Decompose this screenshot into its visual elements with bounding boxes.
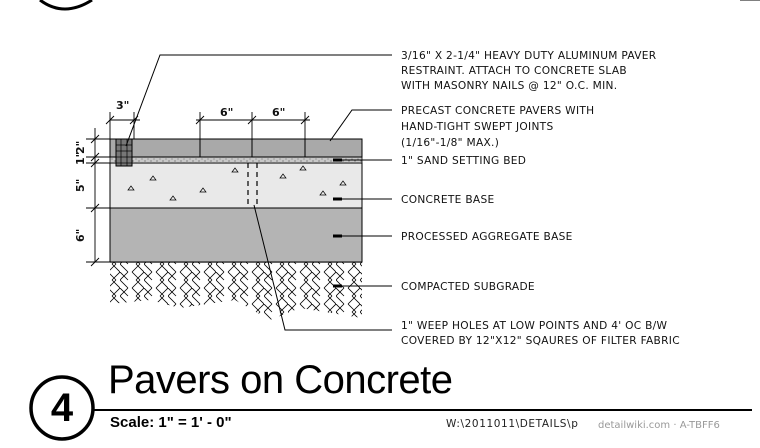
detail-scale: Scale: 1" = 1' - 0" [110, 414, 232, 431]
dim-joint-a: 6" [220, 106, 233, 119]
dim-joint-b: 6" [272, 106, 285, 119]
callout-pavers-l3: (1/16"-1/8" MAX.) [401, 137, 499, 149]
horizontal-dimension-chain [105, 112, 310, 139]
callout-pavers-l1: PRECAST CONCRETE PAVERS WITH [401, 105, 594, 117]
top-circle-remnant [39, 0, 93, 11]
callout-sand-bed: 1" SAND SETTING BED [401, 155, 526, 167]
layer-concrete-base [109, 162, 363, 209]
weep-hole [247, 163, 258, 208]
detail-number: 4 [50, 386, 74, 430]
callout-weep-holes-l1: 1" WEEP HOLES AT LOW POINTS AND 4' OC B/… [401, 320, 668, 332]
callout-weep-holes-l2: COVERED BY 12"X12" SQAURES OF FILTER FAB… [401, 335, 680, 347]
callout-paver-restraint-l2: RESTRAINT. ATTACH TO CONCRETE SLAB [401, 65, 627, 77]
callout-paver-restraint-l1: 3/16" X 2-1/4" HEAVY DUTY ALUMINUM PAVER [401, 50, 657, 62]
watermark: detailwiki.com · A-TBFF6 [598, 420, 720, 431]
callout-pavers-l2: HAND-TIGHT SWEPT JOINTS [401, 121, 553, 133]
detail-number-circle [29, 375, 95, 441]
dim-gap: 1" [74, 152, 87, 165]
layer-aggregate-base [109, 207, 363, 263]
dim-aggregate: 6" [74, 229, 87, 242]
dim-paver: 2" [74, 141, 87, 154]
layer-subgrade [110, 261, 362, 320]
concrete-aggregate-marks [127, 165, 347, 201]
vertical-dimension-chain [86, 128, 110, 267]
leader-lines [125, 54, 392, 331]
callout-paver-restraint-l3: WITH MASONRY NAILS @ 12" O.C. MIN. [401, 80, 617, 92]
callout-subgrade: COMPACTED SUBGRADE [401, 281, 535, 293]
paver-joints [199, 139, 306, 157]
edge-restraint [115, 138, 133, 167]
callout-concrete-base: CONCRETE BASE [401, 194, 494, 206]
dim-edge: 3" [116, 99, 129, 112]
detail-title: Pavers on Concrete [108, 358, 453, 402]
layer-pavers [109, 138, 363, 158]
dim-concrete: 5" [74, 179, 87, 192]
callout-aggregate-base: PROCESSED AGGREGATE BASE [401, 231, 573, 243]
file-path: W:\2011011\DETAILS\p [446, 418, 579, 430]
